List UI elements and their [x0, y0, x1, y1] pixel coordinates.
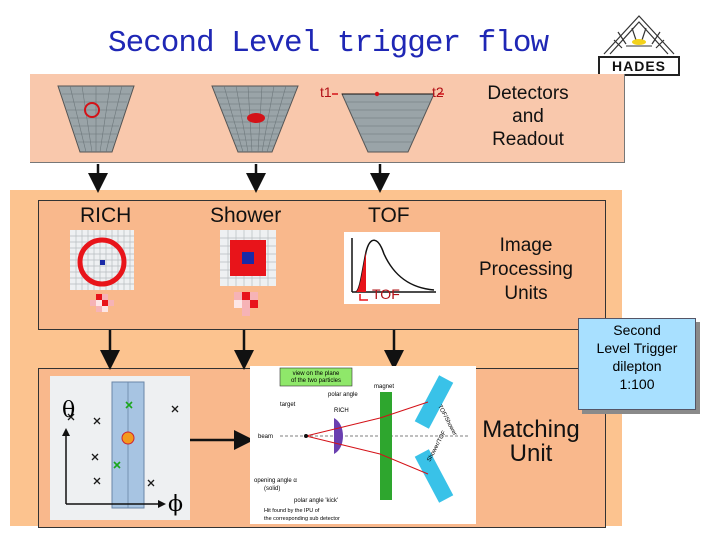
dilepton-schematic: view on the plane of the two particles m… [250, 366, 476, 524]
beam-label: beam [258, 434, 273, 440]
schematic-box-label: of the two particles [291, 378, 341, 384]
matching-unit-label: Matching Unit [466, 418, 596, 466]
tof-axis-label: TOF [372, 286, 400, 302]
rich-detector-sector [57, 85, 135, 153]
ipu-label-line: Units [504, 283, 548, 304]
tof-module-label: TOF [368, 204, 410, 227]
mu-label-line: Unit [509, 440, 553, 467]
detectors-readout-label: Detectors and Readout [468, 82, 588, 151]
detectors-readout-band [30, 74, 625, 163]
hades-logo [603, 15, 675, 55]
rich-ring-image [70, 230, 134, 312]
kick-label: polar angle 'kick' [294, 498, 338, 504]
mu-label-line: Matching [482, 416, 580, 443]
t1-label: t1 [320, 84, 332, 100]
footnote-label: Hit found by the IPU of [264, 508, 320, 514]
footnote-label: the corresponding sub detector [264, 516, 340, 522]
phi-axis-label: ϕ [168, 492, 183, 517]
target-label: target [280, 402, 296, 408]
shower-module-label: Shower [210, 204, 282, 227]
rich-schematic-label: RICH [334, 408, 349, 414]
callout-line: Level Trigger [596, 340, 678, 356]
schematic-box-label: view on the plane [293, 371, 340, 377]
second-level-trigger-callout: Second Level Trigger dilepton 1:100 [578, 318, 696, 410]
opening-angle-label: opening angle α [254, 478, 297, 484]
tof-distribution-plot [344, 232, 440, 304]
shower-detector-sector [211, 85, 299, 153]
tof-detector-sector [332, 91, 444, 153]
detectors-label-line: Readout [492, 129, 564, 150]
rich-module-label: RICH [80, 204, 132, 227]
ipu-label-line: Image [499, 235, 553, 256]
callout-line: 1:100 [619, 376, 655, 392]
opening-angle-label: (solid) [264, 486, 280, 492]
theta-axis-label: θ [62, 398, 76, 423]
detectors-label-line: and [512, 106, 544, 127]
t2-label: t2 [432, 84, 444, 100]
shower-cluster-image [220, 230, 276, 316]
callout-line: Second [613, 322, 661, 338]
page-title: Second Level trigger flow [108, 26, 549, 61]
polar-angle-label: polar angle [328, 392, 358, 398]
hades-logo-text: HADES [598, 56, 680, 76]
detectors-label-line: Detectors [487, 83, 569, 104]
callout-line: dilepton [612, 358, 662, 374]
image-processing-units-label: Image Processing Units [456, 234, 596, 306]
magnet-label: magnet [374, 384, 394, 390]
ipu-label-line: Processing [479, 259, 573, 280]
theta-phi-matching-plot [50, 376, 190, 520]
